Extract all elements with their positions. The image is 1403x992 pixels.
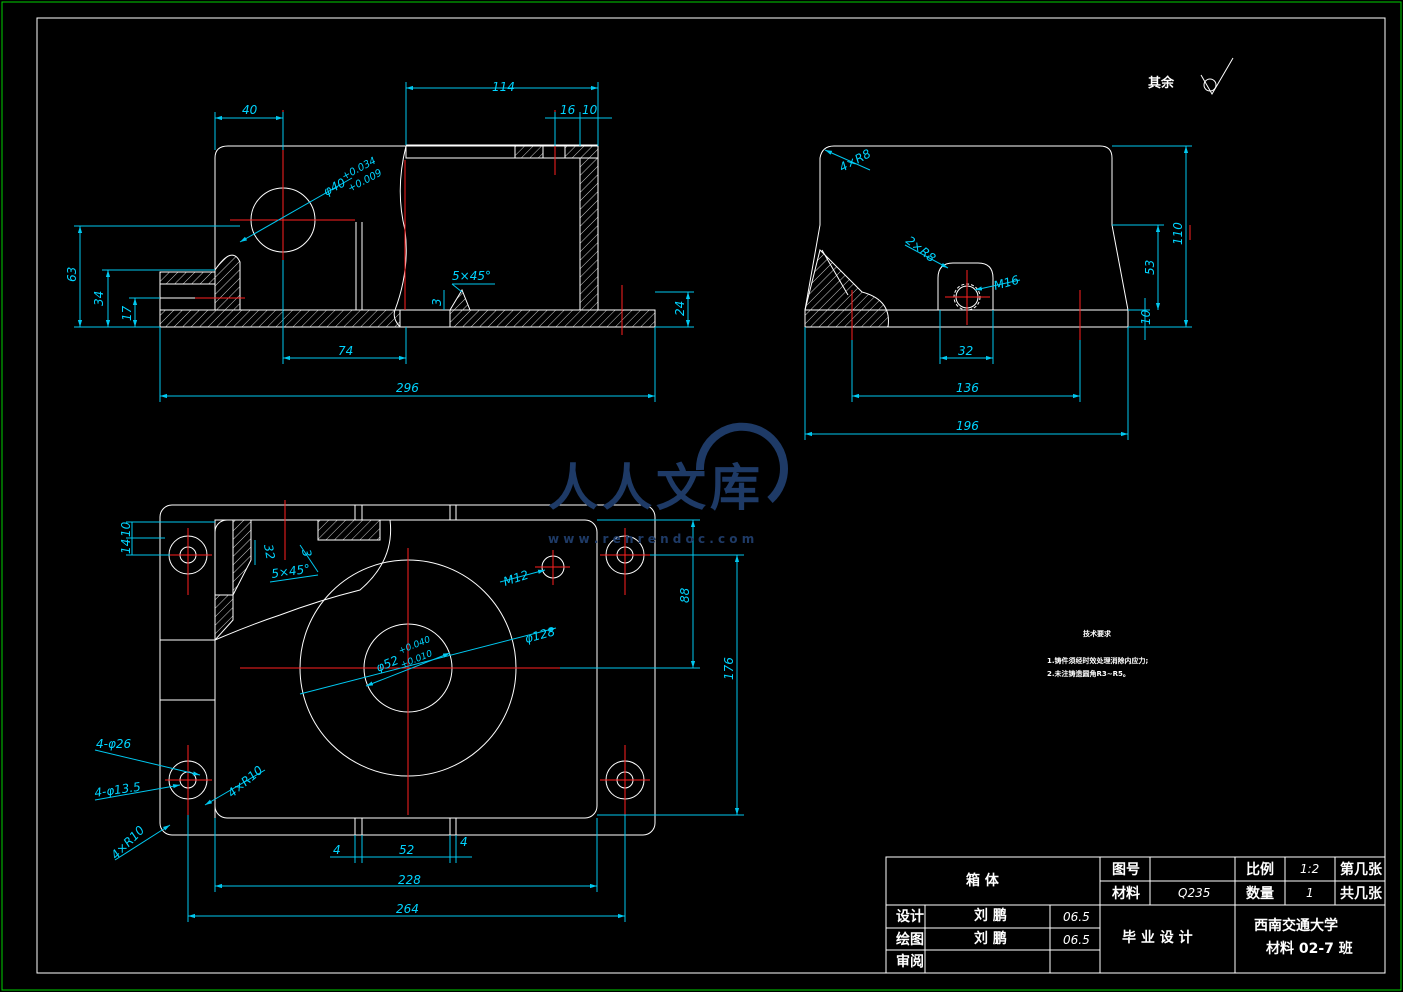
dim-3-front: 3 (430, 298, 444, 306)
surface-finish-label: 其余 (1148, 75, 1175, 91)
dim-176: 176 (722, 657, 736, 680)
watermark-url: w w w . r e n r e n d o c . c o m (548, 532, 754, 546)
tb-material-label: 材料 (1112, 885, 1140, 902)
dim-196: 196 (956, 419, 979, 433)
tech-req-line1: 1.铸件须经时效处理消除内应力; (1047, 656, 1149, 665)
front-view: 114 40 16 10 63 34 17 24 74 296 (65, 80, 694, 402)
dim-14-top: 14 (119, 539, 133, 554)
dim-296: 296 (396, 381, 419, 395)
inner-border (36, 17, 1386, 974)
dim-74: 74 (338, 344, 353, 358)
dim-4-right: 4 (460, 835, 468, 849)
r10-a: 4×R10 (225, 763, 266, 801)
chamfer-front: 5×45° (452, 269, 491, 283)
technical-requirements: 技术要求 1.铸件须经时效处理消除内应力; 2.未注铸造圆角R3~R5。 (1047, 629, 1149, 678)
m12-label: M12 (502, 568, 531, 589)
phi128-label: φ128 (523, 624, 557, 646)
tb-school: 西南交通大学 (1254, 917, 1338, 934)
holes-26: 4-φ26 (96, 737, 132, 751)
tb-part-name: 箱 体 (966, 872, 1000, 889)
tb-draw-name: 刘 鹏 (974, 930, 1007, 947)
title-block: 箱 体 图号 材料 Q235 比例 1:2 数量 1 第几张 共几张 设计 刘 … (885, 856, 1386, 974)
tb-class: 材料 02-7 班 (1266, 940, 1353, 957)
dim-53: 53 (1143, 260, 1157, 275)
dim-88: 88 (678, 587, 692, 603)
dim-34: 34 (92, 291, 106, 306)
dim-10-top: 10 (119, 521, 133, 537)
dim-10-top: 10 (582, 103, 598, 117)
surface-finish-mark: 其余 (1148, 57, 1234, 95)
tech-req-title: 技术要求 (1083, 629, 1112, 638)
dim-10-side: 10 (1139, 309, 1153, 325)
tb-draw-label: 绘图 (896, 931, 924, 948)
watermark-brand: 人人文库 (548, 459, 764, 517)
dim-136: 136 (956, 381, 979, 395)
dim-52: 52 (399, 843, 414, 857)
tb-sheet-no-label: 第几张 (1340, 861, 1383, 878)
tb-scale-value: 1:2 (1300, 862, 1319, 876)
tb-drawing-no-label: 图号 (1112, 862, 1140, 878)
dim-228: 228 (398, 873, 421, 887)
dim-16: 16 (560, 103, 576, 117)
m16-label: M16 (992, 273, 1021, 293)
dim-63: 63 (65, 267, 79, 282)
chamfer-top: 5×45° (270, 562, 311, 581)
dim-17: 17 (120, 305, 134, 321)
dim-110: 110 (1171, 222, 1185, 245)
r8-corner: 4×R8 (837, 146, 874, 174)
watermark: 人人文库 w w w . r e n r e n d o c . c o m (548, 422, 788, 546)
tb-sheet-total-label: 共几张 (1340, 885, 1383, 902)
dim-264: 264 (396, 902, 419, 916)
dim-114: 114 (492, 80, 515, 94)
top-view: 10 14 32 3 5×45° M12 φ128 φ52 +0.040 +0.… (93, 500, 744, 922)
tb-project: 毕 业 设 计 (1122, 929, 1193, 946)
tech-req-line2: 2.未注铸造圆角R3~R5。 (1047, 669, 1130, 678)
dim-24: 24 (673, 301, 687, 316)
tb-scale-label: 比例 (1246, 861, 1274, 878)
tb-design-name: 刘 鹏 (974, 907, 1007, 924)
tb-design-label: 设计 (896, 908, 924, 925)
holes-13-5: 4-φ13.5 (93, 780, 141, 800)
tb-qty-label: 数量 (1246, 885, 1274, 902)
dim-32-top: 32 (261, 543, 277, 560)
tb-draw-date: 06.5 (1063, 933, 1090, 947)
side-view: 110 53 10 32 136 196 4×R8 2×R8 M16 (804, 145, 1192, 440)
dim-40: 40 (242, 103, 258, 117)
tb-review-label: 审阅 (896, 953, 924, 970)
dim-4-left: 4 (333, 843, 341, 857)
tb-design-date: 06.5 (1063, 910, 1090, 924)
dim-32-side: 32 (958, 344, 973, 358)
tb-qty-value: 1 (1306, 886, 1314, 900)
front-view-outline (159, 144, 599, 310)
tb-material-value: Q235 (1178, 886, 1210, 900)
top-view-outline (159, 504, 656, 836)
dim-3-top: 3 (299, 548, 314, 558)
